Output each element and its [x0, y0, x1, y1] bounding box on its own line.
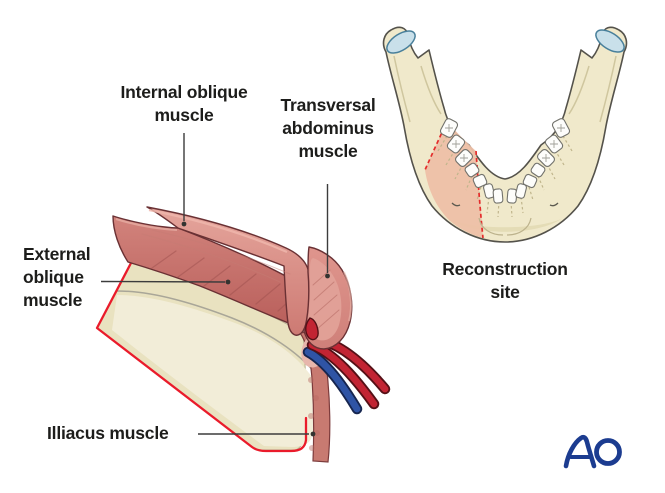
- tooth: [492, 188, 504, 204]
- leader-dot-transversal: [325, 273, 330, 279]
- tooth: [472, 173, 488, 189]
- label-line: Transversal: [280, 95, 376, 115]
- osteotomy-line-posterior: [424, 120, 448, 171]
- leader-line-external-oblique: [100, 280, 226, 283]
- transversal-inner-fold: [308, 258, 342, 341]
- label-line: Reconstruction: [442, 259, 568, 279]
- ao-logo-letter-a: [563, 434, 597, 469]
- genial-curves: [478, 217, 532, 236]
- graft-outline: [95, 261, 308, 453]
- mandible-bone: [382, 26, 628, 243]
- label-transversal-abdominus-muscle: Transversal abdominus muscle: [258, 94, 398, 163]
- tooth: [522, 173, 538, 189]
- internal-oblique-muscle-shape: [146, 206, 311, 336]
- label-line: oblique: [23, 267, 84, 287]
- label-line: muscle: [298, 141, 358, 161]
- tooth: [530, 162, 546, 178]
- tooth: [464, 162, 480, 178]
- label-reconstruction-site: Reconstruction site: [420, 258, 590, 304]
- condyle-cartilage-right: [595, 29, 625, 53]
- leader-dot-iliacus: [310, 431, 316, 437]
- vessel-loop: [305, 317, 319, 341]
- label-external-oblique-muscle: External oblique muscle: [23, 243, 143, 312]
- label-line: site: [490, 282, 520, 302]
- external-oblique-highlight: [115, 218, 178, 231]
- transversal-striations: [312, 269, 340, 331]
- internal-oblique-highlight: [148, 208, 288, 254]
- label-line: abdominus: [282, 118, 374, 138]
- mandible-shading-lines: [393, 55, 617, 123]
- iliac-bone-ridge-line: [116, 290, 317, 375]
- ao-logo: [563, 434, 622, 469]
- molar-grooves: [445, 124, 565, 162]
- label-line: Internal oblique: [120, 82, 248, 102]
- label-line: muscle: [23, 290, 83, 310]
- label-line: Illiacus muscle: [47, 423, 169, 443]
- internal-oblique-striations: [141, 229, 291, 283]
- label-line: External: [23, 244, 91, 264]
- label-iliacus-muscle: Illiacus muscle: [47, 422, 217, 445]
- ao-logo-letter-o: [594, 438, 622, 466]
- transversal-rim-highlight: [343, 271, 353, 322]
- mandible-figure: [382, 26, 628, 243]
- leader-dot-internal-oblique: [181, 221, 187, 227]
- reconstruction-site-region: [425, 121, 483, 238]
- label-line: muscle: [154, 105, 214, 125]
- leader-lines: [100, 133, 330, 437]
- osteotomy-line-anterior: [475, 150, 484, 239]
- external-oblique-striations: [151, 250, 299, 312]
- label-internal-oblique-muscle: Internal oblique muscle: [100, 81, 268, 127]
- tooth: [515, 183, 527, 199]
- mental-foramina: [451, 202, 559, 207]
- leader-dot-external-oblique: [225, 279, 231, 285]
- iliac-crest-graft-figure: [95, 206, 391, 463]
- iliac-bone-highlight: [112, 295, 313, 447]
- condyle-cartilage-left: [386, 30, 416, 54]
